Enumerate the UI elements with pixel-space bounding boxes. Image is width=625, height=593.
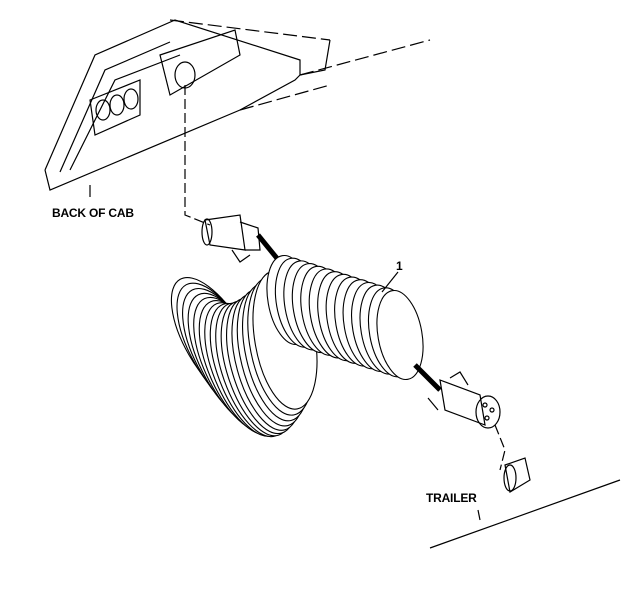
leader-cab-to-plug (184, 85, 211, 226)
cab-lights (89, 79, 141, 136)
callout-number-1: 1 (396, 259, 403, 273)
leader-plug-to-trailer (494, 424, 506, 471)
cab-back-panel (44, 19, 431, 197)
label-trailer: TRAILER (426, 491, 477, 505)
coil-loop (376, 289, 424, 381)
trailer-socket (429, 457, 621, 549)
callout-leader-1 (381, 271, 399, 293)
cab-plug (201, 214, 282, 264)
cab-receptacle (159, 29, 241, 96)
coiled-cable (170, 254, 424, 438)
label-back-of-cab: BACK OF CAB (52, 206, 134, 220)
trailer-plug (413, 363, 501, 429)
